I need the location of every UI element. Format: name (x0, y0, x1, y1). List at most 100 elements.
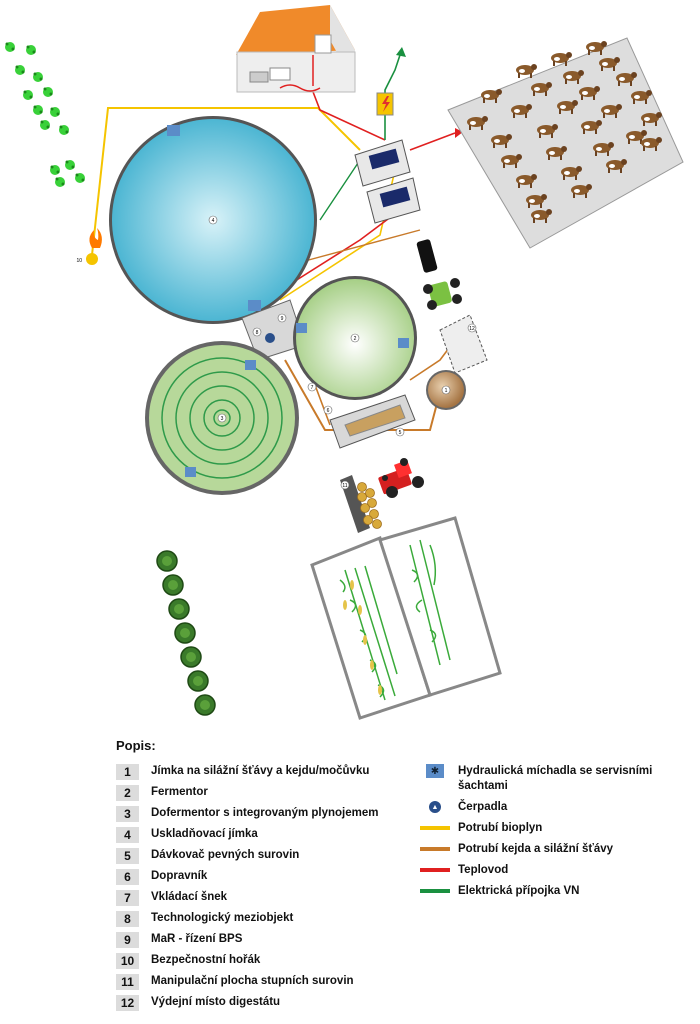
legend-symbol-label: Elektrická přípojka VN (458, 885, 580, 897)
legend-label: Uskladňovací jímka (151, 828, 258, 840)
sump-tank: 1 (426, 370, 466, 410)
pipe-line-swatch (420, 863, 450, 877)
legend-title: Popis: (116, 738, 156, 753)
legend-item: 7 Vkládací šnek (116, 890, 411, 907)
post-fermenter: 3 (145, 341, 299, 495)
outlet12-label: 12 (469, 326, 475, 332)
legend-symbol-label: Čerpadla (458, 801, 508, 813)
biogas-pipe (91, 107, 361, 256)
legend-number: 6 (116, 869, 139, 885)
mixer-icon (167, 125, 180, 136)
tree-icon (180, 646, 202, 668)
pump-icon: ▲ (420, 800, 450, 814)
pipe-line-swatch (420, 842, 450, 856)
tree-icon (194, 694, 216, 716)
biogas-plant-diagram: 10 4 8 9 2 3 (5, 5, 684, 720)
legend-item: 10 Bezpečnostní hořák (116, 953, 411, 970)
tank3-label: 3 (221, 416, 224, 422)
tank4-label: 4 (212, 218, 215, 224)
pipe-line-swatch (420, 884, 450, 898)
pipe-line-swatch (420, 821, 450, 835)
legend-number: 8 (116, 911, 139, 927)
cow-barn (447, 37, 684, 249)
feeder5-label: 5 (399, 430, 402, 436)
control9-label: 9 (281, 316, 284, 322)
tractor-icon (378, 458, 424, 498)
tree-row (156, 550, 216, 716)
tractor-icon (416, 239, 462, 310)
mixer-icon (245, 360, 256, 370)
mixer-icon (296, 323, 307, 333)
legend-label: Dávkovač pevných surovin (151, 849, 300, 861)
legend-label: Vkládací šnek (151, 891, 228, 903)
legend-label: MaR - řízení BPS (151, 933, 243, 945)
legend-label: Jímka na silážní šťávy a kejdu/močůvku (151, 765, 370, 777)
power-arrow (396, 47, 406, 57)
heat-arrow (455, 128, 463, 138)
legend-symbol-item: Potrubí bioplyn (420, 821, 658, 836)
legend-symbol-item: Teplovod (420, 863, 658, 878)
legend-symbol-item: ▲ Čerpadla (420, 800, 658, 815)
mixer-icon (185, 467, 196, 477)
tree-icon (168, 598, 190, 620)
legend-item: 8 Technologický meziobjekt (116, 911, 411, 928)
house-icon (236, 5, 356, 93)
tree-icon (187, 670, 209, 692)
screw7-label: 7 (311, 385, 314, 391)
bush-group (5, 42, 85, 187)
fermenter: 2 (293, 276, 417, 400)
legend-item: 9 MaR - řízení BPS (116, 932, 411, 949)
building8-label: 8 (256, 330, 259, 336)
legend-symbol-label: Hydraulická míchadla se servisními šacht… (458, 765, 653, 792)
tank1-label: 1 (445, 388, 448, 394)
legend-number: 5 (116, 848, 139, 864)
legend-symbol-label: Teplovod (458, 864, 509, 876)
pump-icon (265, 333, 275, 343)
corn-field (310, 516, 502, 720)
legend-number: 3 (116, 806, 139, 822)
legend-number: 1 (116, 764, 139, 780)
conveyor6-label: 6 (327, 408, 330, 414)
legend-item: 4 Uskladňovací jímka (116, 827, 411, 844)
safety-flare: 10 (76, 228, 102, 265)
mixer-icon (248, 300, 261, 311)
legend-list: 1 Jímka na silážní šťávy a kejdu/močůvku 2… (116, 764, 411, 1016)
tree-icon (162, 574, 184, 596)
legend-label: Technologický meziobjekt (151, 912, 294, 924)
legend-symbol-item: Potrubí kejda a silážní šťávy (420, 842, 658, 857)
tree-icon (174, 622, 196, 644)
legend-label: Manipulační plocha stupních surovin (151, 975, 354, 987)
legend-symbol-item: ✱ Hydraulická míchadla se servisními šach… (420, 764, 658, 794)
legend-symbols: ✱ Hydraulická míchadla se servisními šach… (420, 764, 658, 905)
legend-symbol-item: Elektrická přípojka VN (420, 884, 658, 899)
tree-icon (156, 550, 178, 572)
legend-label: Fermentor (151, 786, 208, 798)
legend-item: 12 Výdejní místo digestátu (116, 995, 411, 1012)
legend-number: 9 (116, 932, 139, 948)
flare-label: 10 (76, 258, 82, 264)
solid-feeder: 5 7 6 (307, 382, 416, 449)
mixer-icon (398, 338, 409, 348)
mixer-icon: ✱ (420, 764, 450, 778)
legend-label: Bezpečnostní hořák (151, 954, 261, 966)
legend-label: Dopravník (151, 870, 208, 882)
legend-label: Výdejní místo digestátu (151, 996, 281, 1008)
legend-number: 2 (116, 785, 139, 801)
legend-item: 6 Dopravník (116, 869, 411, 886)
digestate-outlet: 12 (439, 314, 488, 374)
legend-number: 7 (116, 890, 139, 906)
flame-icon (89, 228, 102, 248)
area11-label: 11 (342, 483, 347, 489)
legend-item: 5 Dávkovač pevných surovin (116, 848, 411, 865)
legend-number: 4 (116, 827, 139, 843)
legend-item: 2 Fermentor (116, 785, 411, 802)
heat-pipe-3 (409, 132, 456, 151)
legend-number: 12 (116, 995, 139, 1011)
legend-symbol-label: Potrubí bioplyn (458, 822, 543, 834)
legend-label: Dofermentor s integrovaným plynojemem (151, 807, 379, 819)
power-line-2 (319, 159, 361, 221)
legend-item: 1 Jímka na silážní šťávy a kejdu/močůvku (116, 764, 411, 781)
heat-pipe (309, 83, 386, 141)
legend-number: 10 (116, 953, 139, 969)
